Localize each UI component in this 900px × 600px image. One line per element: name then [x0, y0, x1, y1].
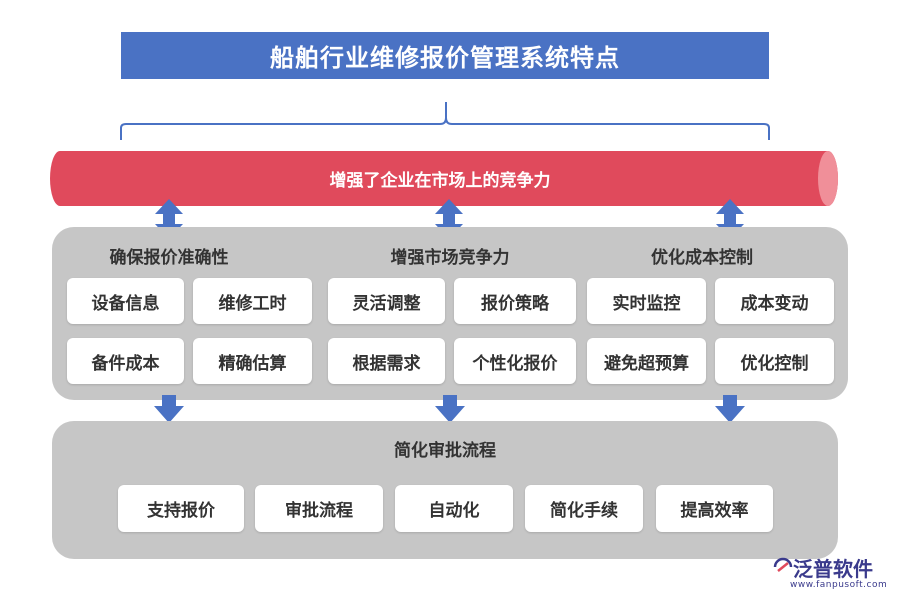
item-box: 提高效率 [656, 485, 773, 532]
top-brace [120, 102, 770, 140]
banner-text: 增强了企业在市场上的竞争力 [329, 171, 551, 191]
item-box: 精确估算 [193, 338, 312, 384]
item-box: 避免超预算 [587, 338, 706, 384]
item-box: 审批流程 [255, 485, 383, 532]
diagram-title: 船舶行业维修报价管理系统特点 [121, 32, 769, 79]
logo-name: 泛普软件 [793, 557, 873, 581]
item-box: 报价策略 [454, 278, 576, 324]
item-box: 灵活调整 [328, 278, 445, 324]
banner-cylinder [50, 151, 838, 206]
item-box: 设备信息 [67, 278, 184, 324]
item-box: 个性化报价 [454, 338, 576, 384]
item-box: 维修工时 [193, 278, 312, 324]
column-title-accuracy: 确保报价准确性 [109, 248, 229, 268]
item-box: 备件成本 [67, 338, 184, 384]
item-box: 根据需求 [328, 338, 445, 384]
item-box: 成本变动 [715, 278, 834, 324]
logo-url: www.fanpusoft.com [790, 580, 888, 590]
item-box: 简化手续 [525, 485, 643, 532]
item-box: 实时监控 [587, 278, 706, 324]
item-box: 自动化 [395, 485, 513, 532]
column-title-cost-control: 优化成本控制 [651, 248, 753, 268]
bottom-title: 简化审批流程 [394, 441, 496, 461]
column-title-competitiveness: 增强市场竞争力 [390, 248, 510, 268]
item-box: 支持报价 [118, 485, 244, 532]
item-box: 优化控制 [715, 338, 834, 384]
fanpu-logo-icon [773, 557, 793, 572]
